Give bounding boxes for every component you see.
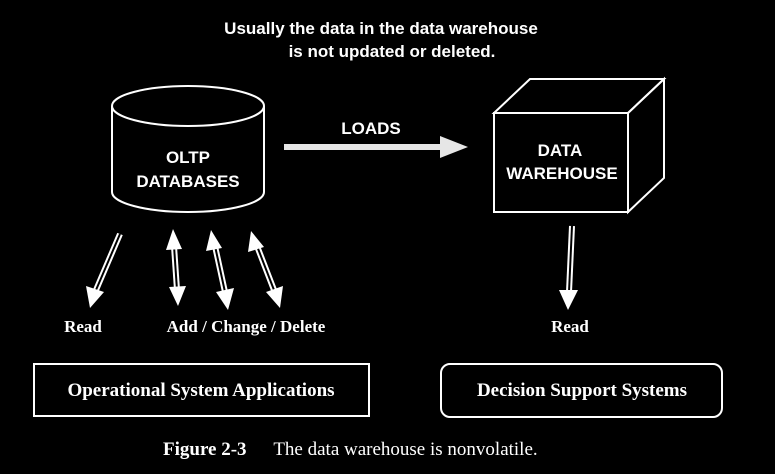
operational-systems-label: Operational System Applications <box>67 380 334 401</box>
data-warehouse-cube: DATA WAREHOUSE <box>491 76 667 215</box>
right-read-label: Read <box>551 317 589 336</box>
decision-support-box: Decision Support Systems <box>440 363 723 418</box>
figure-caption-number: Figure 2-3 <box>163 439 247 460</box>
operational-systems-box: Operational System Applications <box>33 363 370 417</box>
note-line-2: is not updated or deleted. <box>289 42 496 61</box>
add-change-delete-label: Add / Change / Delete <box>167 317 326 336</box>
oltp-label-line-2: DATABASES <box>136 172 239 191</box>
decision-support-label: Decision Support Systems <box>477 380 687 401</box>
loads-arrow <box>284 136 468 158</box>
loads-label: LOADS <box>341 119 401 138</box>
note-line-1: Usually the data in the data warehouse <box>224 19 538 38</box>
add-double-arrow <box>166 229 186 306</box>
oltp-read-arrow <box>86 232 123 308</box>
delete-double-arrow <box>248 231 283 308</box>
warehouse-label-line-2: WAREHOUSE <box>506 164 617 183</box>
change-double-arrow <box>206 230 234 310</box>
left-read-label: Read <box>64 317 102 336</box>
warehouse-label-line-1: DATA <box>538 141 583 160</box>
figure-caption: Figure 2-3 The data warehouse is nonvola… <box>163 439 538 460</box>
oltp-label-line-1: OLTP <box>166 148 210 167</box>
oltp-database-cylinder: OLTP DATABASES <box>111 85 265 213</box>
warehouse-read-arrow <box>559 225 578 310</box>
figure-caption-text: The data warehouse is nonvolatile. <box>273 439 537 460</box>
